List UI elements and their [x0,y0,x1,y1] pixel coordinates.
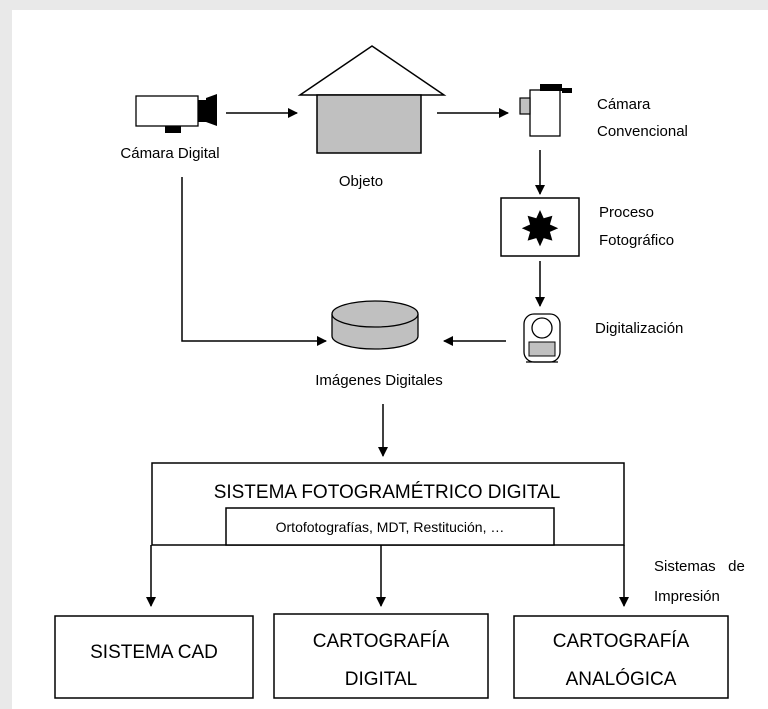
system-title: SISTEMA FOTOGRAMÉTRICO DIGITAL [214,482,561,503]
photogrammetry-workflow-diagram: Cámara Digital Objeto Cámara Convenciona… [54,45,745,699]
photogrammetric-system-box [151,462,625,546]
digital-cartography-label-line1: CARTOGRAFÍA [313,631,450,652]
conventional-camera-label-line1: Cámara [597,96,651,113]
printing-systems-label-line1: Sistemas de [654,558,745,575]
analog-cartography-label-line2: ANALÓGICA [566,668,677,690]
digital-cartography-box [273,613,489,699]
object-house-icon [297,45,447,154]
printing-systems-label-line2: Impresión [654,588,720,605]
photo-process-label-line2: Fotográfico [599,232,674,249]
conventional-camera-label-line2: Convencional [597,123,688,140]
analog-cartography-label-line1: CARTOGRAFÍA [553,631,690,652]
digital-cartography-label-line2: DIGITAL [345,669,418,690]
digital-camera-icon [135,94,217,133]
digital-images-disk-icon [331,300,419,350]
photo-process-star-icon [500,197,580,257]
digital-images-label: Imágenes Digitales [315,372,443,389]
photo-process-label-line1: Proceso [599,204,654,221]
object-label: Objeto [339,173,383,190]
digital-camera-label: Cámara Digital [120,145,219,162]
cad-box [54,615,254,699]
digitization-label: Digitalización [595,320,683,337]
arrow-digital-camera-to-images [181,177,327,346]
scanner-icon [523,313,561,363]
diagram-canvas: Cámara Digital Objeto Cámara Convenciona… [12,10,768,709]
flow-arrows [146,108,629,607]
cad-label: SISTEMA CAD [90,642,218,663]
conventional-camera-icon [519,84,572,137]
analog-cartography-box [513,615,729,699]
system-products: Ortofotografías, MDT, Restitución, … [276,519,505,535]
